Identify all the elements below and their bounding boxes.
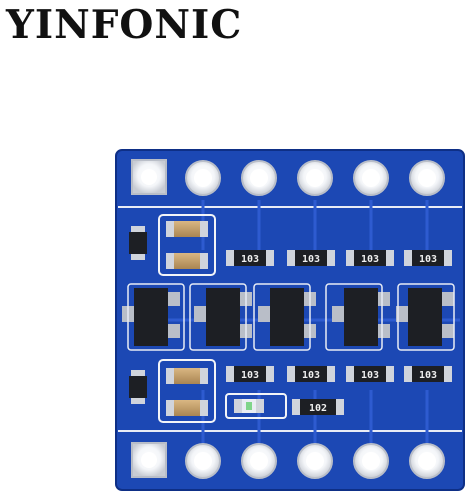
resistor-marking: 103 bbox=[361, 254, 379, 265]
cap-group-outline-top bbox=[158, 214, 216, 276]
cap-group-outline-bottom bbox=[158, 359, 216, 423]
resistor-top-3: 103 bbox=[346, 250, 394, 266]
smd-diode-top bbox=[129, 226, 147, 260]
resistor-marking: 103 bbox=[241, 370, 259, 381]
resistor-marking: 102 bbox=[309, 403, 327, 414]
smd-diode-bottom bbox=[129, 370, 147, 404]
resistor-marking: 103 bbox=[419, 370, 437, 381]
resistor-marking: 103 bbox=[302, 370, 320, 381]
resistor-marking: 103 bbox=[419, 254, 437, 265]
smd-capacitor bbox=[166, 253, 208, 269]
bottom-header-pins bbox=[131, 442, 445, 479]
brand-logo: YINFONIC bbox=[6, 2, 243, 48]
resistor-bottom-4: 103 bbox=[404, 366, 452, 382]
resistor-top-1: 103 bbox=[226, 250, 274, 266]
resistor-bottom-1: 103 bbox=[226, 366, 274, 382]
led-outline bbox=[225, 393, 287, 419]
mosfet-3 bbox=[253, 283, 316, 351]
smd-capacitor bbox=[166, 221, 208, 237]
mosfet-1 bbox=[122, 283, 185, 351]
smd-capacitor bbox=[166, 368, 208, 384]
resistor-marking: 103 bbox=[361, 370, 379, 381]
resistor-bottom-2: 103 bbox=[287, 366, 335, 382]
resistor-top-4: 103 bbox=[404, 250, 452, 266]
smd-led bbox=[234, 399, 264, 413]
resistor-bottom-3: 103 bbox=[346, 366, 394, 382]
mosfet-4 bbox=[325, 283, 390, 351]
mosfet-5 bbox=[396, 283, 455, 351]
resistor-marking: 103 bbox=[302, 254, 320, 265]
smd-capacitor bbox=[166, 400, 208, 416]
top-header-pins bbox=[131, 159, 445, 196]
resistor-led: 102 bbox=[292, 399, 344, 415]
resistor-marking: 103 bbox=[241, 254, 259, 265]
mosfet-2 bbox=[189, 283, 252, 351]
mosfet-row bbox=[122, 283, 455, 351]
resistor-top-2: 103 bbox=[287, 250, 335, 266]
pcb-traces bbox=[130, 200, 460, 450]
